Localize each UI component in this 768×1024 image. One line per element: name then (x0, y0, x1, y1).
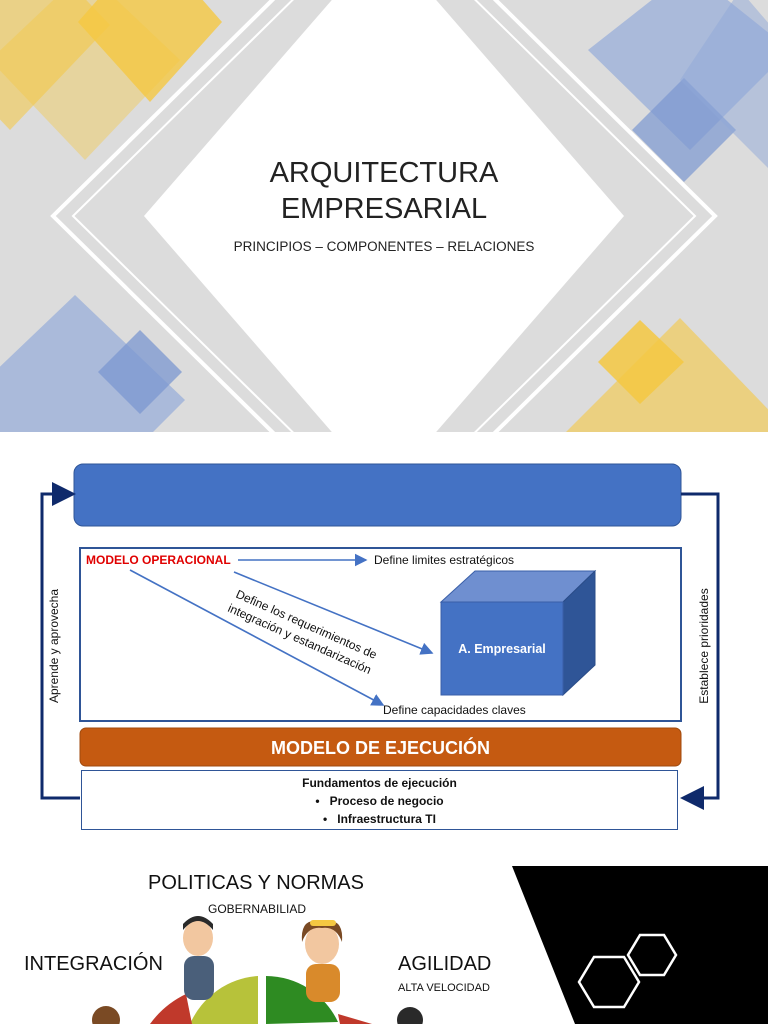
execution-model-bar (79, 727, 682, 767)
arrow-to-capacidades (129, 569, 385, 706)
execution-model-title: MODELO DE EJECUCIÓN (270, 738, 491, 758)
yellow-diamond-shape (598, 320, 684, 404)
diamond-outline-inner (71, 0, 697, 432)
politicas-label: POLITICAS Y NORMAS (148, 872, 364, 894)
architecture-diagram-slide: A. Empresarial MODELO OPERACIONAL Define… (0, 432, 768, 864)
cube-label: A. Empresarial (458, 642, 546, 656)
slide-title-line1: ARQUITECTURA (269, 157, 499, 189)
slide-title-line2: EMPRESARIAL (280, 193, 488, 225)
enterprise-architecture-cube (439, 569, 597, 697)
person-figure-icon (92, 1006, 120, 1024)
title-slide: ARQUITECTURA EMPRESARIAL PRINCIPIOS – CO… (0, 0, 768, 432)
person-figure-icon (301, 920, 343, 1002)
fundamentos-item: • Proceso de negocio (315, 794, 444, 808)
yellow-diamond-shape (0, 0, 180, 160)
agilidad-label: AGILIDAD (398, 953, 492, 975)
principles-slide: POLITICAS Y NORMAS GOBERNABILIAD INTEGRA… (0, 864, 768, 1024)
priorities-feedback-arrow (680, 492, 720, 810)
slide-subtitle: PRINCIPIOS – COMPONENTES – RELACIONES (233, 239, 535, 254)
strategy-bar (73, 463, 682, 527)
white-diamond (144, 0, 624, 432)
integracion-label: INTEGRACIÓN (24, 953, 163, 975)
learn-feedback-arrow (40, 482, 80, 800)
principles-wheel (150, 976, 372, 1024)
architecture-diagram: A. Empresarial MODELO OPERACIONAL Define… (40, 463, 720, 810)
fundamentos-title: Fundamentos de ejecución (302, 776, 457, 790)
blue-diamond-shape (98, 330, 182, 414)
title-slide-background (0, 0, 768, 432)
diamond-outline (50, 0, 718, 432)
define-limites-label: Define limites estratégicos (374, 553, 514, 567)
aprende-label: Aprende y aprovecha (47, 589, 61, 703)
alta-velocidad-label: ALTA VELOCIDAD (398, 982, 490, 994)
person-figure-icon (397, 1007, 423, 1024)
fundamentos-box: Fundamentos de ejecución • Proceso de ne… (81, 770, 678, 830)
black-panel (512, 866, 768, 1024)
principles-graphics (92, 866, 768, 1024)
fundamentos-item: • Infraestructura TI (323, 812, 436, 826)
gobernabilidad-label: GOBERNABILIAD (208, 902, 307, 916)
yellow-diamond-shape (78, 0, 222, 102)
person-figure-icon (183, 916, 214, 1000)
define-capacidades-label: Define capacidades claves (383, 703, 526, 717)
arrow-to-cube (233, 571, 434, 655)
prioridades-label: Establece prioridades (697, 588, 711, 703)
hexagon-icon (626, 933, 678, 977)
yellow-diamond-shape (0, 0, 110, 130)
hexagon-icon (577, 955, 641, 1009)
blue-diamond-shape (680, 0, 768, 168)
modelo-operacional-label: MODELO OPERACIONAL (86, 553, 231, 567)
